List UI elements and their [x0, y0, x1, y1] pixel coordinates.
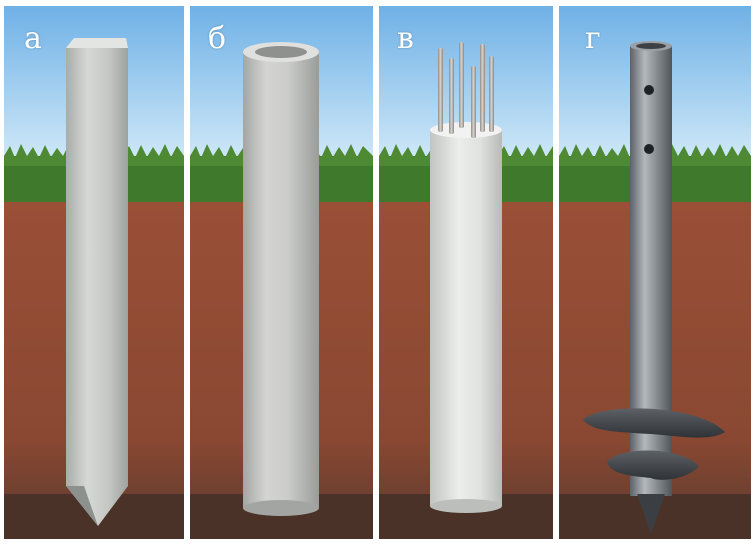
panel-label: в: [397, 21, 414, 56]
bored-pile: [430, 130, 502, 506]
rebar: [480, 44, 485, 132]
panel-label: а: [24, 21, 42, 56]
panel-g: г: [559, 6, 751, 539]
rebar: [459, 42, 464, 128]
rebar: [438, 48, 443, 132]
pile-bottom: [430, 499, 502, 513]
shaft-opening: [636, 43, 666, 49]
rebar-pile-illustration: [379, 6, 553, 539]
rebar-bars: [438, 42, 494, 138]
square-pile: [66, 48, 128, 526]
grass-blades: [559, 144, 751, 166]
helix-blade-upper: [583, 408, 725, 438]
bolt-hole: [644, 144, 654, 154]
screw-pile-illustration: [559, 6, 751, 539]
panel-v: в: [379, 6, 553, 539]
pile-top-face: [66, 38, 128, 48]
pile-tip: [66, 486, 98, 526]
panel-a: а: [4, 6, 184, 539]
rebar: [449, 58, 454, 134]
rebar: [489, 56, 494, 132]
pile-hollow-opening: [255, 46, 307, 58]
helix-blade-lower: [607, 450, 699, 480]
bolt-hole: [644, 85, 654, 95]
hollow-pile-illustration: [190, 6, 373, 539]
panel-b: б: [190, 6, 373, 539]
panel-label: б: [208, 21, 227, 56]
pile-bottom: [243, 500, 319, 516]
square-pile-illustration: [4, 6, 184, 539]
screw-pile-tip: [637, 494, 665, 534]
panel-label: г: [585, 21, 601, 56]
rebar: [471, 66, 476, 138]
hollow-pile: [243, 52, 319, 508]
